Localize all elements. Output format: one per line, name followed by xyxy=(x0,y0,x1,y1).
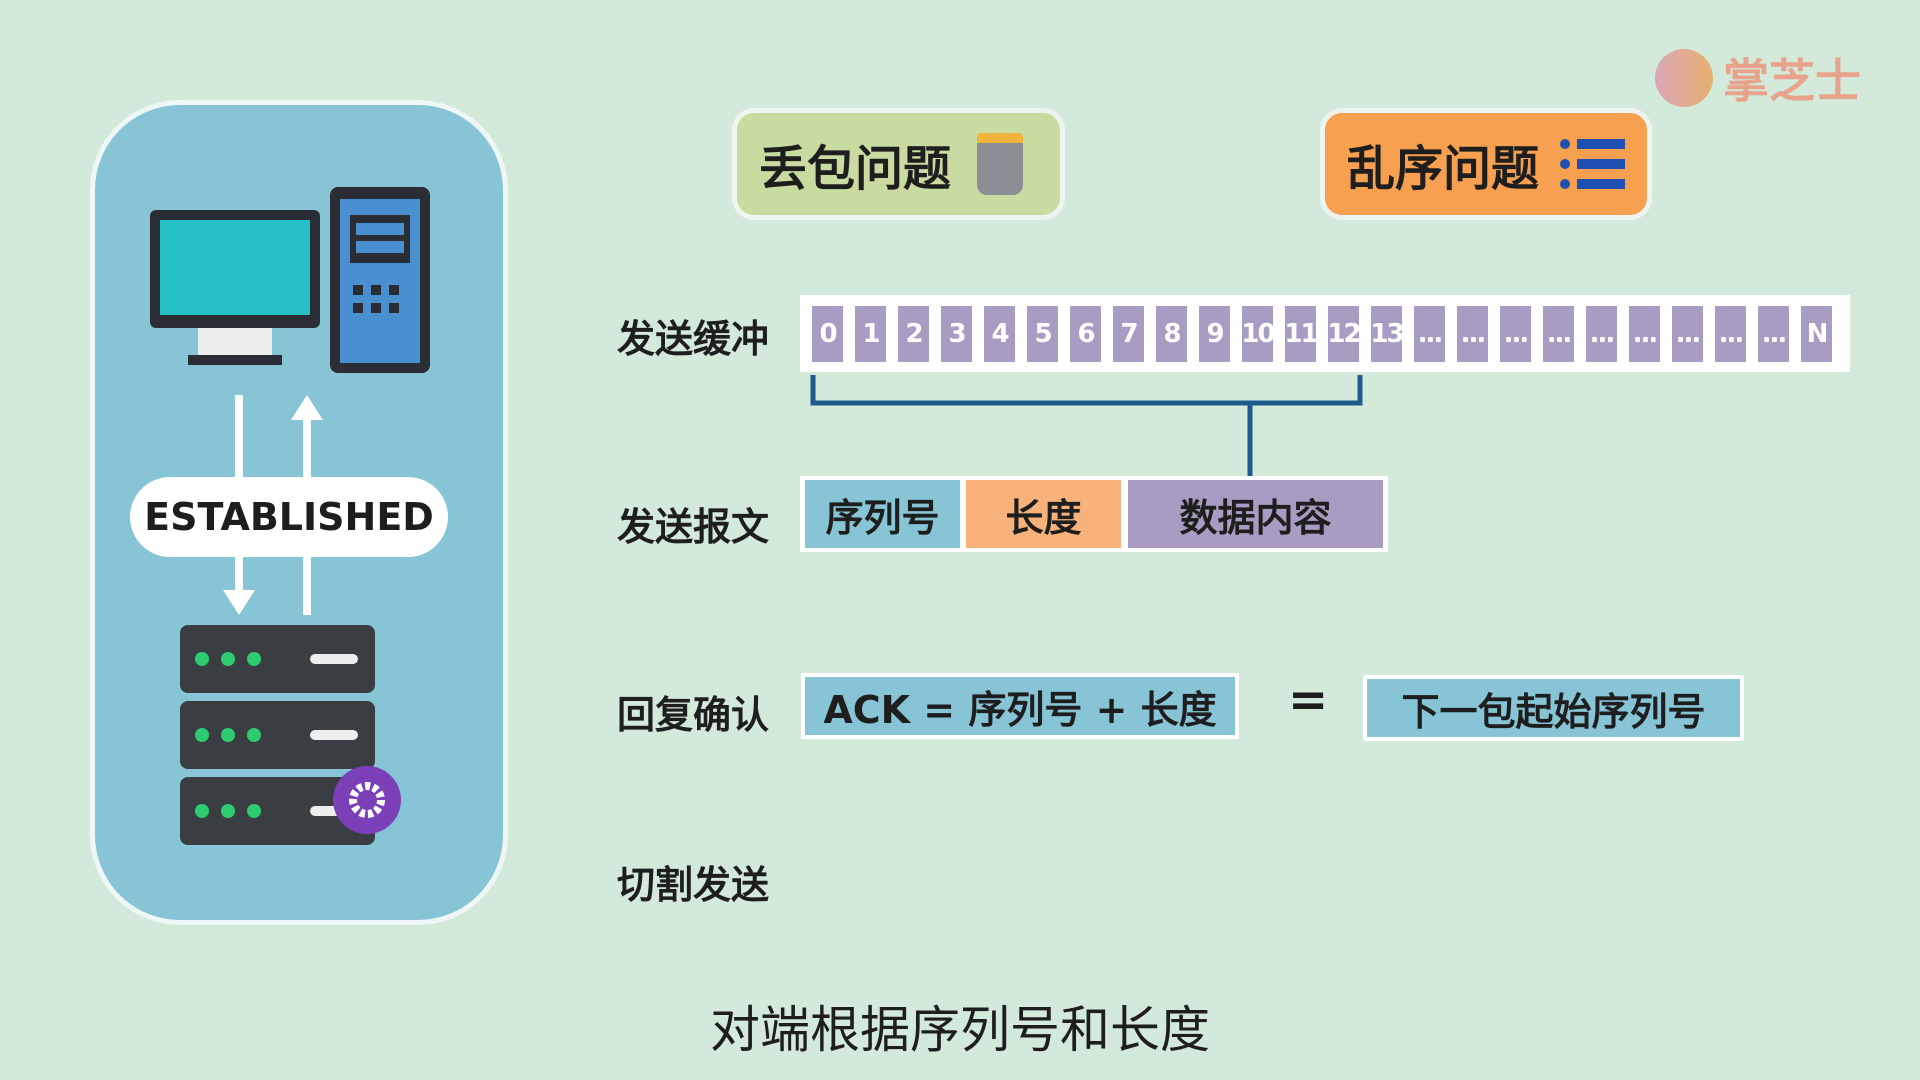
buffer-cell: 6 xyxy=(1070,305,1101,362)
buffer-cell: 8 xyxy=(1156,305,1187,362)
split-send-label: 切割发送 xyxy=(617,863,770,907)
buffer-cell: 2 xyxy=(898,305,929,362)
seq-field: 序列号 xyxy=(805,480,960,548)
buffer-cell: ... xyxy=(1715,305,1746,362)
buffer-cell: ... xyxy=(1586,305,1617,362)
logo: 掌芝士 xyxy=(1655,45,1861,111)
computer-icon xyxy=(150,187,430,373)
out-of-order-badge: 乱序问题 xyxy=(1320,108,1652,220)
buffer-cell: ... xyxy=(1758,305,1789,362)
logo-text: 掌芝士 xyxy=(1723,54,1861,108)
buffer-cell: 10 xyxy=(1241,305,1276,362)
length-field: 长度 xyxy=(966,480,1121,548)
buffer-cell: 0 xyxy=(812,305,843,362)
buffer-cell: 5 xyxy=(1027,305,1058,362)
next-seq-box: 下一包起始序列号 xyxy=(1363,675,1744,741)
buffer-cell: 1 xyxy=(855,305,886,362)
connection-panel: ESTABLISHED xyxy=(90,100,508,925)
equals-sign: = xyxy=(1288,672,1329,728)
buffer-cell: ... xyxy=(1500,305,1531,362)
subtitle: 对端根据序列号和长度 xyxy=(710,1001,1210,1059)
buffer-cell: 11 xyxy=(1284,305,1319,362)
ack-formula: ACK = 序列号 + 长度 xyxy=(801,673,1239,739)
bracket xyxy=(810,375,1363,478)
buffer-cell: 7 xyxy=(1113,305,1144,362)
data-field: 数据内容 xyxy=(1128,480,1383,548)
buffer-cell: 13 xyxy=(1370,305,1405,362)
buffer-cell: ... xyxy=(1457,305,1488,362)
buffer-cell: 4 xyxy=(984,305,1015,362)
send-buffer-label: 发送缓冲 xyxy=(617,317,770,361)
buffer-cell: 3 xyxy=(941,305,972,362)
buffer-cell: 9 xyxy=(1199,305,1230,362)
established-label: ESTABLISHED xyxy=(130,477,448,557)
out-of-order-label: 乱序问题 xyxy=(1347,141,1540,197)
packet-loss-label: 丢包问题 xyxy=(759,141,952,197)
server-icon xyxy=(180,625,401,845)
buffer-cell: ... xyxy=(1672,305,1703,362)
buffer-cell: ... xyxy=(1414,305,1445,362)
logo-icon xyxy=(1655,49,1713,107)
send-message-label: 发送报文 xyxy=(617,505,770,549)
buffer-cell: ... xyxy=(1543,305,1574,362)
reply-ack-label: 回复确认 xyxy=(617,693,770,737)
buffer-cell: 12 xyxy=(1327,305,1362,362)
packet-loss-badge: 丢包问题 xyxy=(732,108,1065,220)
list-icon xyxy=(1560,139,1626,189)
buffer-cell: ... xyxy=(1629,305,1660,362)
trash-icon xyxy=(977,133,1024,195)
buffer-cell: N xyxy=(1801,305,1832,362)
